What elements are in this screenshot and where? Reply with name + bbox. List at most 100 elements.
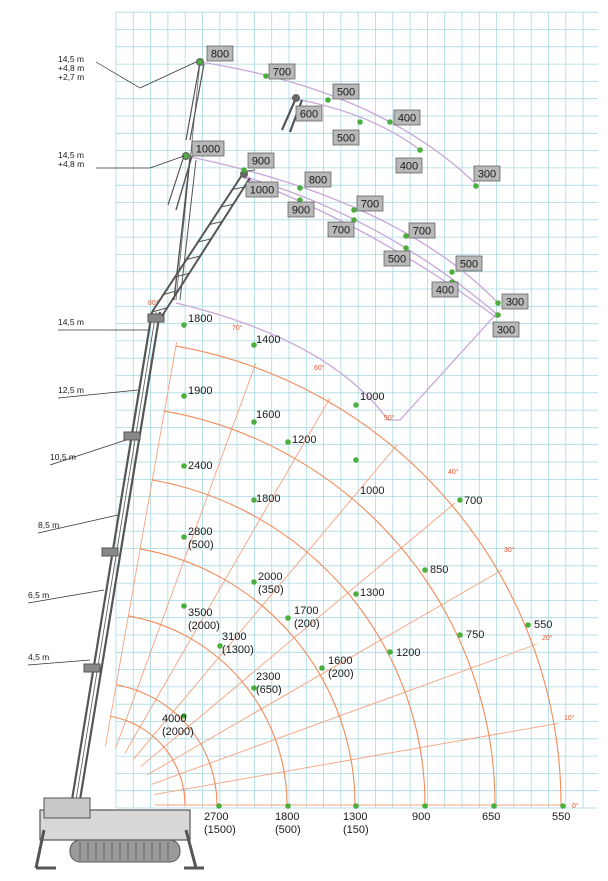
load-label: 3100(1300) bbox=[222, 631, 254, 656]
jib-load-box: 300 bbox=[501, 293, 529, 310]
load-point bbox=[353, 402, 359, 408]
load-point bbox=[251, 342, 257, 348]
load-label: 550 bbox=[534, 619, 552, 631]
crane-line bbox=[179, 159, 197, 301]
load-point bbox=[353, 803, 359, 809]
load-point bbox=[251, 579, 257, 585]
load-point bbox=[216, 803, 222, 809]
jib-load-box-bg bbox=[287, 201, 315, 218]
jib-load-value: 700 bbox=[273, 67, 291, 79]
load-label: 1700(200) bbox=[294, 605, 320, 630]
angle-label: 80° bbox=[148, 299, 159, 307]
jib-load-box-bg bbox=[247, 152, 275, 169]
load-label: 1300(150) bbox=[343, 811, 369, 836]
jib-curve bbox=[185, 155, 501, 306]
load-point bbox=[181, 463, 187, 469]
jib-load-box-bg bbox=[393, 109, 421, 126]
load-label: 650 bbox=[482, 811, 500, 823]
load-point bbox=[251, 685, 257, 691]
crane-illustration bbox=[34, 58, 304, 870]
jib-load-value: 500 bbox=[337, 133, 355, 145]
jib-load-box-bg bbox=[492, 321, 520, 338]
load-point bbox=[285, 439, 291, 445]
jib-load-box-bg bbox=[395, 157, 423, 174]
sheave bbox=[240, 170, 248, 178]
crane-line bbox=[185, 61, 201, 141]
radius-arcs bbox=[110, 345, 562, 806]
load-point bbox=[297, 197, 303, 203]
angle-label: 50° bbox=[384, 414, 395, 422]
load-point bbox=[449, 269, 455, 275]
crane-line bbox=[174, 272, 190, 278]
jib-load-value: 700 bbox=[332, 225, 350, 237]
load-point bbox=[473, 183, 479, 189]
load-label: 1200 bbox=[396, 647, 420, 659]
load-point bbox=[351, 207, 357, 213]
load-label: 1800 bbox=[256, 493, 280, 505]
angle-label: 60° bbox=[314, 364, 325, 372]
crane-line bbox=[189, 63, 205, 141]
load-point bbox=[297, 185, 303, 191]
load-label: 900 bbox=[412, 811, 430, 823]
crane-line bbox=[232, 186, 245, 190]
crane-line bbox=[151, 307, 168, 313]
boom-length-label-b7: 6,5 m bbox=[28, 590, 49, 600]
jib-load-box: 400 bbox=[395, 157, 423, 174]
crane-line bbox=[34, 829, 46, 869]
crane-line bbox=[73, 311, 157, 813]
crane-line bbox=[209, 220, 223, 225]
load-point bbox=[417, 147, 423, 153]
jib-load-box-bg bbox=[383, 250, 411, 267]
load-label: 3500(2000) bbox=[188, 607, 220, 632]
load-point bbox=[181, 322, 187, 328]
boom-length-label-b4: 12,5 m bbox=[58, 385, 84, 395]
radius-arc bbox=[110, 715, 186, 806]
angle-labels: 80°70°60°50°40°30°20°10°0° bbox=[148, 299, 579, 810]
jib-load-box: 700 bbox=[268, 63, 296, 80]
jib-load-value: 700 bbox=[413, 226, 431, 238]
jib-load-value: 800 bbox=[211, 49, 229, 61]
jib-load-box: 300 bbox=[492, 321, 520, 338]
load-point bbox=[251, 497, 257, 503]
angle-line bbox=[146, 569, 503, 776]
jib-load-value: 500 bbox=[388, 254, 406, 266]
angle-label: 10° bbox=[564, 714, 575, 722]
load-points bbox=[181, 59, 566, 809]
load-point bbox=[422, 803, 428, 809]
jib-load-value: 400 bbox=[400, 161, 418, 173]
radius-arc bbox=[175, 345, 562, 806]
jib-load-value: 400 bbox=[436, 285, 454, 297]
jib-curve bbox=[199, 61, 479, 187]
leader-line bbox=[139, 61, 197, 89]
leader-line bbox=[49, 439, 127, 466]
jib-load-box-bg bbox=[332, 129, 360, 146]
load-point bbox=[422, 567, 428, 573]
leader-line bbox=[57, 389, 139, 399]
load-point bbox=[457, 632, 463, 638]
load-label: 1000 bbox=[360, 485, 384, 497]
jib-curve bbox=[175, 302, 499, 421]
boom-length-label-b5: 10,5 m bbox=[50, 452, 76, 462]
crane-line bbox=[68, 311, 154, 813]
jib-load-box-bg bbox=[408, 222, 436, 239]
load-label: 850 bbox=[430, 564, 448, 576]
load-label: 2000(350) bbox=[258, 571, 284, 596]
sheave bbox=[292, 94, 300, 102]
boom-length-label-b3: 14,5 m bbox=[58, 317, 84, 327]
jib-load-box: 800 bbox=[206, 45, 234, 62]
angle-label: 40° bbox=[448, 468, 459, 476]
jib-load-value: 800 bbox=[309, 175, 327, 187]
jib-load-value: 700 bbox=[361, 199, 379, 211]
angle-line bbox=[133, 444, 398, 760]
load-point bbox=[491, 803, 497, 809]
load-label: 1300 bbox=[360, 587, 384, 599]
jib-load-box-bg bbox=[327, 221, 355, 238]
jib-load-box: 400 bbox=[431, 281, 459, 298]
crane-line bbox=[175, 61, 201, 301]
crane-line bbox=[220, 203, 234, 208]
load-label: 1600(200) bbox=[328, 655, 354, 680]
load-point bbox=[181, 713, 187, 719]
load-point bbox=[325, 97, 331, 103]
